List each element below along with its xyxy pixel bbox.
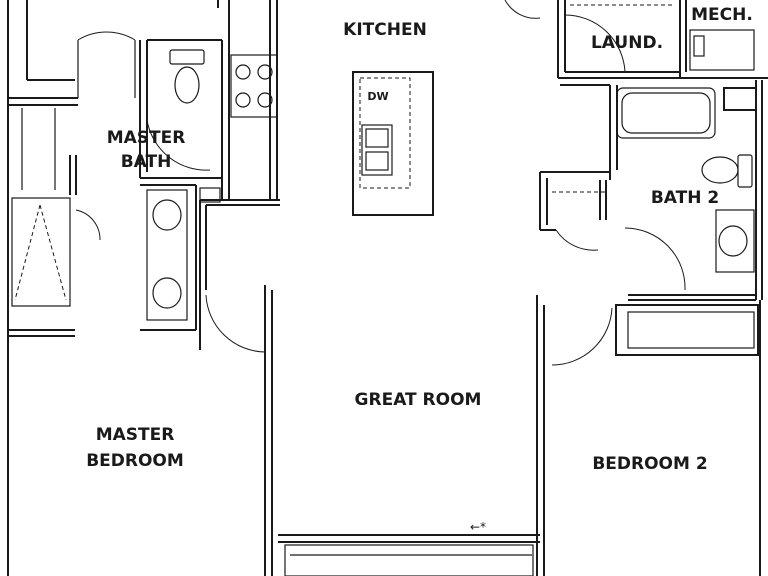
- master-shower: [11, 108, 101, 307]
- kitchen-label: KITCHEN: [343, 20, 427, 40]
- master-bath-vanity: [140, 184, 221, 331]
- master-bath-label-line1: MASTER: [107, 128, 186, 148]
- bedroom-2-walls: [536, 295, 759, 576]
- laundry-mech-walls: [504, 0, 768, 79]
- master-bedroom-walls: [199, 199, 280, 576]
- master-bedroom-label-line1: MASTER: [96, 425, 175, 445]
- master-bath-walls: [139, 0, 230, 200]
- kitchen-range-wall: [230, 0, 278, 200]
- great-room-patio-door: [278, 534, 540, 576]
- bath-2-walls: [560, 80, 763, 301]
- master-closet-walls: [27, 0, 219, 98]
- great-room-label: GREAT ROOM: [355, 390, 482, 410]
- bath-2-label: BATH 2: [651, 188, 719, 208]
- dishwasher-label: DW: [367, 90, 388, 103]
- arrow-note: ←*: [470, 520, 486, 534]
- laundry-label: LAUND.: [591, 33, 663, 53]
- master-bath-label-line2: BATH: [121, 152, 172, 172]
- kitchen-island: [352, 71, 434, 216]
- mechanical-label: MECH.: [691, 5, 753, 25]
- master-bedroom-label-line2: BEDROOM: [86, 451, 184, 471]
- hall-closet: [539, 171, 610, 251]
- left-exterior-wall: [7, 0, 78, 576]
- bedroom-2-label: BEDROOM 2: [592, 454, 707, 474]
